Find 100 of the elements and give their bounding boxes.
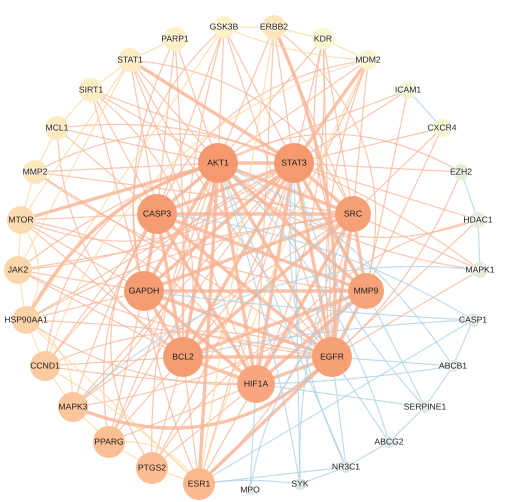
interaction-edge bbox=[232, 176, 388, 437]
interaction-edge bbox=[413, 96, 437, 122]
interaction-edge bbox=[84, 182, 214, 398]
interaction-edge bbox=[39, 295, 126, 318]
interaction-edge bbox=[202, 182, 289, 470]
interaction-edge bbox=[31, 216, 336, 268]
interaction-edge bbox=[162, 289, 350, 293]
interaction-edge bbox=[160, 297, 350, 456]
interaction-edge bbox=[231, 174, 354, 281]
interaction-edge bbox=[166, 472, 184, 480]
protein-node bbox=[45, 116, 69, 140]
interaction-edge bbox=[87, 300, 352, 406]
gene-label: PARP1 bbox=[161, 34, 189, 44]
interaction-edge bbox=[116, 178, 282, 428]
interaction-edge bbox=[159, 181, 288, 455]
protein-node bbox=[93, 426, 125, 458]
interaction-edge bbox=[164, 395, 242, 459]
interaction-edge bbox=[124, 441, 190, 472]
interaction-edge bbox=[140, 43, 165, 56]
gene-label: HDAC1 bbox=[463, 216, 493, 224]
interaction-edge bbox=[32, 226, 128, 282]
gene-label: MTOR bbox=[8, 216, 34, 224]
gene-label: MMP9 bbox=[354, 286, 378, 296]
interaction-edge bbox=[30, 275, 313, 356]
interaction-edge bbox=[103, 230, 148, 427]
interaction-edge bbox=[235, 171, 450, 362]
interaction-edge bbox=[46, 163, 199, 172]
interaction-edge bbox=[354, 69, 368, 197]
interaction-edge bbox=[174, 168, 277, 209]
interaction-edge bbox=[38, 216, 336, 314]
interaction-edge bbox=[184, 180, 216, 340]
interaction-edge bbox=[52, 378, 66, 396]
gene-label: STAT1 bbox=[117, 56, 143, 64]
interaction-edge bbox=[226, 36, 326, 339]
gene-label: CASP1 bbox=[458, 316, 488, 324]
interaction-edge bbox=[34, 222, 247, 368]
interaction-edge bbox=[184, 376, 198, 469]
gene-label: CASP3 bbox=[142, 210, 172, 218]
protein-node bbox=[137, 194, 177, 234]
interaction-edge bbox=[277, 36, 337, 339]
interaction-edge bbox=[176, 216, 468, 318]
interaction-edge bbox=[392, 410, 422, 438]
gene-label: NR3C1 bbox=[332, 462, 360, 472]
interaction-edge bbox=[59, 358, 164, 366]
interaction-edge bbox=[373, 136, 439, 276]
protein-node bbox=[163, 337, 203, 377]
interaction-edge bbox=[152, 306, 175, 342]
gene-label: MCL1 bbox=[46, 124, 68, 132]
protein-node bbox=[348, 273, 384, 309]
interaction-edge bbox=[165, 230, 248, 370]
interaction-edge bbox=[230, 46, 316, 148]
interaction-edge bbox=[158, 232, 182, 340]
interaction-edge bbox=[333, 230, 352, 339]
gene-label: ERBB2 bbox=[260, 22, 288, 32]
interaction-edge bbox=[44, 178, 349, 290]
interaction-edge bbox=[236, 161, 276, 165]
protein-node bbox=[237, 365, 275, 403]
interaction-edge bbox=[200, 295, 351, 352]
interaction-edge bbox=[158, 302, 244, 374]
interaction-edge bbox=[225, 38, 270, 146]
interaction-edge bbox=[314, 49, 358, 276]
interaction-edge bbox=[20, 283, 24, 307]
interaction-edge bbox=[40, 138, 52, 162]
interaction-edge bbox=[212, 323, 468, 476]
interaction-edge bbox=[24, 182, 32, 208]
interaction-edge bbox=[200, 362, 240, 380]
interaction-edge bbox=[182, 37, 222, 338]
interaction-edge bbox=[118, 371, 170, 431]
interaction-edge bbox=[64, 98, 84, 120]
interaction-edge bbox=[27, 232, 40, 308]
interaction-edge bbox=[24, 70, 125, 258]
interaction-edge bbox=[312, 170, 474, 266]
interaction-edge bbox=[234, 65, 360, 152]
protein-node bbox=[30, 351, 60, 381]
interaction-edge bbox=[100, 66, 122, 84]
interaction-edge bbox=[112, 310, 140, 428]
interaction-edge bbox=[298, 182, 422, 404]
gene-label: MDM2 bbox=[355, 56, 381, 64]
interaction-edge bbox=[302, 178, 359, 277]
interaction-edge bbox=[158, 50, 174, 195]
interaction-edge bbox=[96, 100, 148, 197]
protein-node bbox=[118, 48, 142, 72]
interaction-edge bbox=[478, 227, 480, 263]
gene-label: BCL2 bbox=[172, 352, 194, 362]
protein-node bbox=[312, 28, 334, 50]
interaction-edge bbox=[31, 174, 279, 270]
gene-label: AKT1 bbox=[207, 158, 229, 168]
interaction-edge bbox=[30, 276, 166, 348]
interaction-edge bbox=[324, 49, 351, 197]
gene-label: EZH2 bbox=[450, 168, 472, 176]
interaction-edge bbox=[191, 178, 286, 342]
interaction-edge bbox=[178, 50, 212, 145]
protein-node bbox=[7, 206, 35, 234]
gene-label: GAPDH bbox=[128, 286, 160, 296]
interaction-edge bbox=[201, 355, 314, 359]
interaction-edge bbox=[225, 180, 344, 462]
gene-label: SYK bbox=[291, 480, 309, 488]
protein-node bbox=[274, 143, 314, 183]
gene-label: CXCR4 bbox=[427, 124, 457, 132]
gene-label: EGFR bbox=[320, 352, 344, 362]
